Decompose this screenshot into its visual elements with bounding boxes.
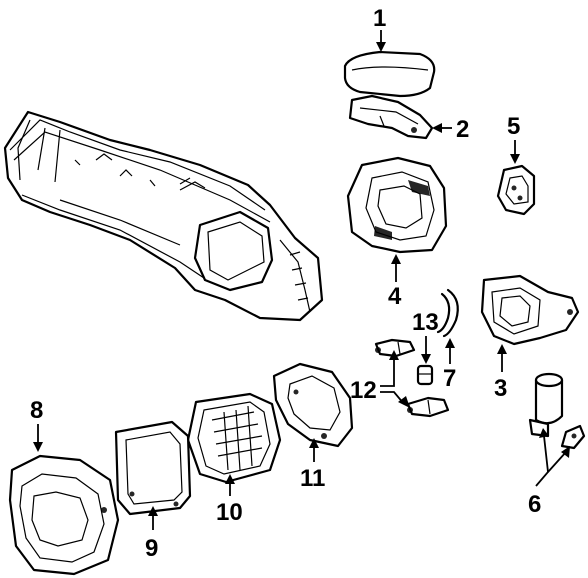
radiator-support-panel — [3, 110, 324, 322]
part-11-mounting-ring — [272, 362, 354, 448]
part-3-housing — [480, 274, 580, 346]
part-13-fitting — [416, 364, 434, 386]
callout-2: 2 — [456, 116, 469, 143]
callout-10: 10 — [216, 499, 243, 526]
callout-12: 12 — [350, 377, 377, 404]
part-1-cover — [343, 50, 436, 98]
part-6-pump — [528, 372, 586, 450]
part-12-connector-lower — [406, 396, 450, 418]
callout-6: 6 — [528, 491, 541, 518]
part-2-bracket — [348, 94, 434, 140]
callout-8: 8 — [30, 397, 43, 424]
callout-4: 4 — [388, 283, 402, 310]
part-4-headlamp-housing — [346, 156, 448, 254]
part-9-retaining-ring — [114, 420, 192, 516]
part-8-bezel — [8, 454, 120, 576]
callout-11: 11 — [300, 465, 325, 492]
part-7-hose — [436, 288, 459, 338]
callout-13: 13 — [412, 309, 439, 336]
callout-9: 9 — [145, 535, 158, 562]
part-5-plate — [496, 164, 536, 216]
callout-7: 7 — [443, 365, 456, 392]
callout-1: 1 — [373, 5, 386, 32]
callout-5: 5 — [507, 113, 520, 140]
part-12-connector-upper — [374, 338, 416, 358]
leader-lines — [33, 30, 570, 530]
part-10-headlamp — [186, 392, 282, 484]
callout-3: 3 — [494, 375, 507, 402]
